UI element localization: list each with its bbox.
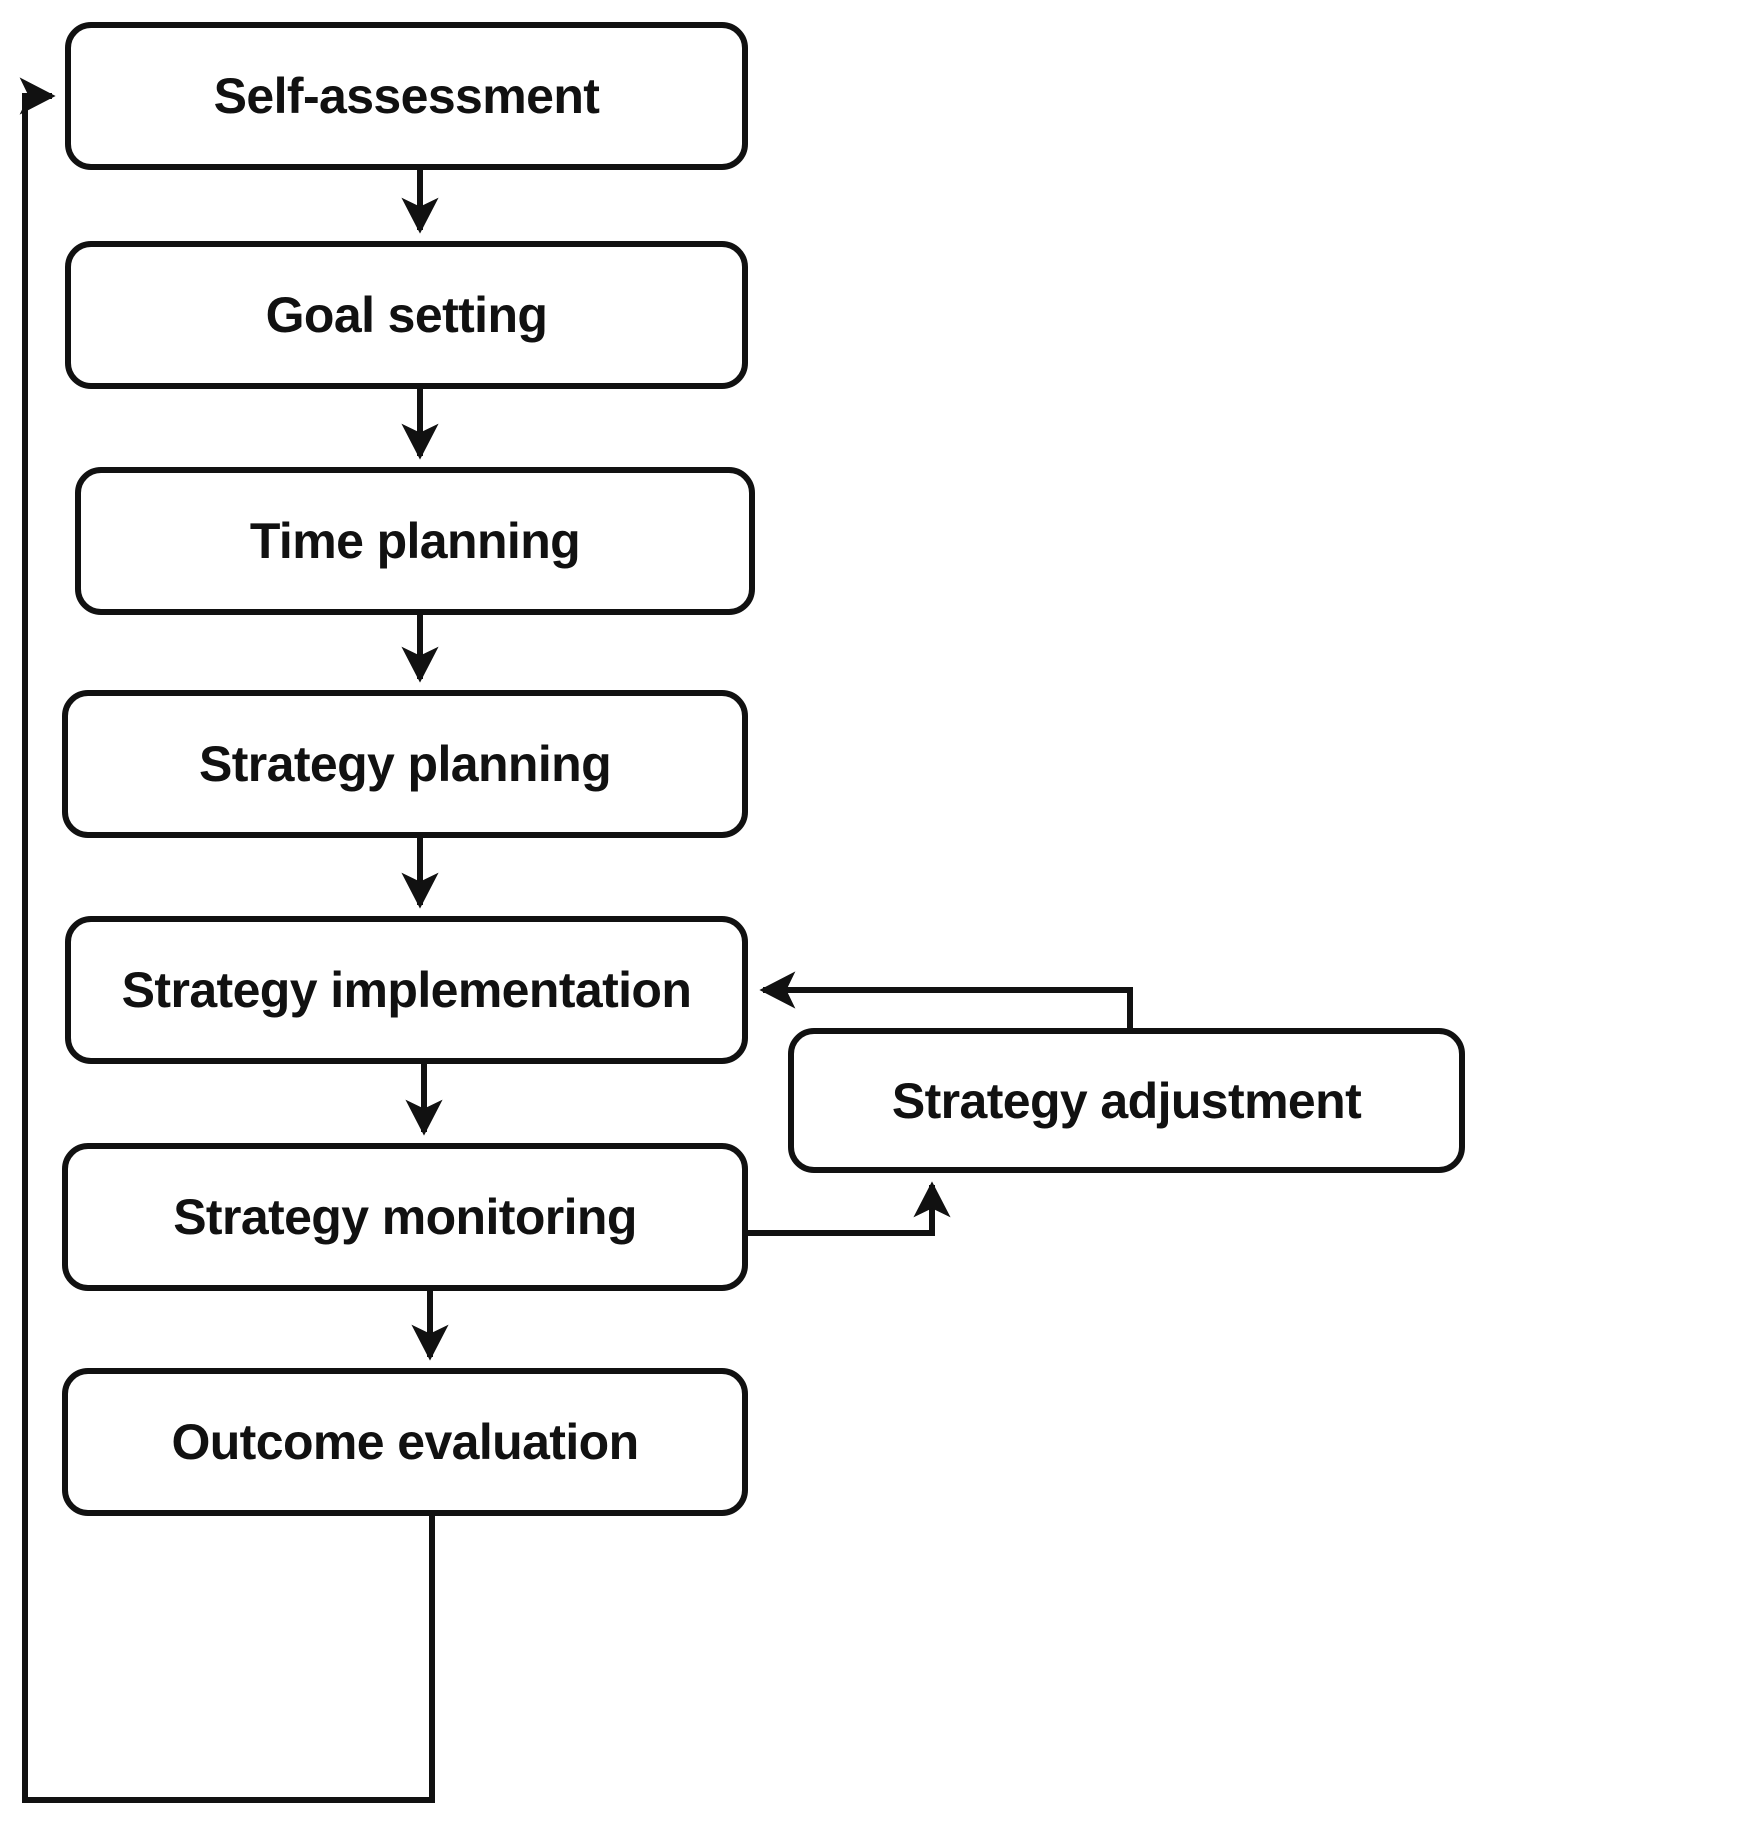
node-strategy-adjustment[interactable]: Strategy adjustment [788, 1028, 1465, 1173]
node-time-planning[interactable]: Time planning [75, 467, 755, 615]
node-self-assessment[interactable]: Self-assessment [65, 22, 748, 170]
node-goal-setting[interactable]: Goal setting [65, 241, 748, 389]
node-label-outcome-evaluation: Outcome evaluation [171, 1414, 639, 1470]
node-label-time-planning: Time planning [249, 513, 581, 569]
node-label-self-assessment: Self-assessment [213, 68, 600, 124]
node-label-strategy-monitoring: Strategy monitoring [173, 1189, 637, 1245]
node-outcome-evaluation[interactable]: Outcome evaluation [62, 1368, 748, 1516]
node-strategy-monitoring[interactable]: Strategy monitoring [62, 1143, 748, 1291]
node-strategy-planning[interactable]: Strategy planning [62, 690, 748, 838]
connector-strategy-adjustment-to-strategy-implementation [759, 971, 1133, 1028]
connector-strategy-monitoring-to-strategy-adjustment [748, 1181, 951, 1236]
node-label-strategy-adjustment: Strategy adjustment [891, 1072, 1362, 1129]
node-strategy-implementation[interactable]: Strategy implementation [65, 916, 748, 1064]
node-label-goal-setting: Goal setting [265, 287, 548, 343]
node-label-strategy-planning: Strategy planning [198, 736, 612, 792]
connector-outcome-evaluation-to-self-assessment [19, 77, 435, 1803]
node-label-strategy-implementation: Strategy implementation [121, 962, 692, 1018]
